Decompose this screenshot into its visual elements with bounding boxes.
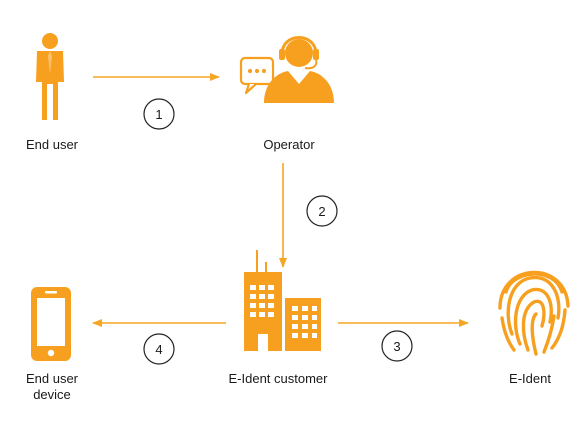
operator-label: Operator bbox=[263, 137, 315, 152]
step-badge-2: 2 bbox=[306, 195, 338, 227]
smartphone-icon bbox=[31, 287, 71, 361]
end-user-label: End user bbox=[25, 137, 79, 152]
end-user-device-label-line2: device bbox=[33, 387, 71, 402]
end-user-device-label: End user device bbox=[10, 371, 94, 403]
fingerprint-icon bbox=[498, 270, 570, 356]
person-icon bbox=[36, 33, 64, 120]
eident-customer-label: E-Ident customer bbox=[228, 371, 328, 386]
call-center-operator-icon bbox=[239, 36, 334, 103]
office-buildings-icon bbox=[244, 250, 321, 351]
step-badge-1: 1 bbox=[143, 98, 175, 130]
step-number-3: 3 bbox=[393, 339, 400, 354]
end-user-device-label-line1: End user bbox=[25, 371, 79, 386]
eident-label: E-Ident bbox=[509, 371, 551, 386]
step-badge-4: 4 bbox=[143, 333, 175, 365]
step-number-1: 1 bbox=[155, 107, 162, 122]
step-badge-3: 3 bbox=[381, 330, 413, 362]
step-number-4: 4 bbox=[155, 342, 162, 357]
step-number-2: 2 bbox=[318, 204, 325, 219]
